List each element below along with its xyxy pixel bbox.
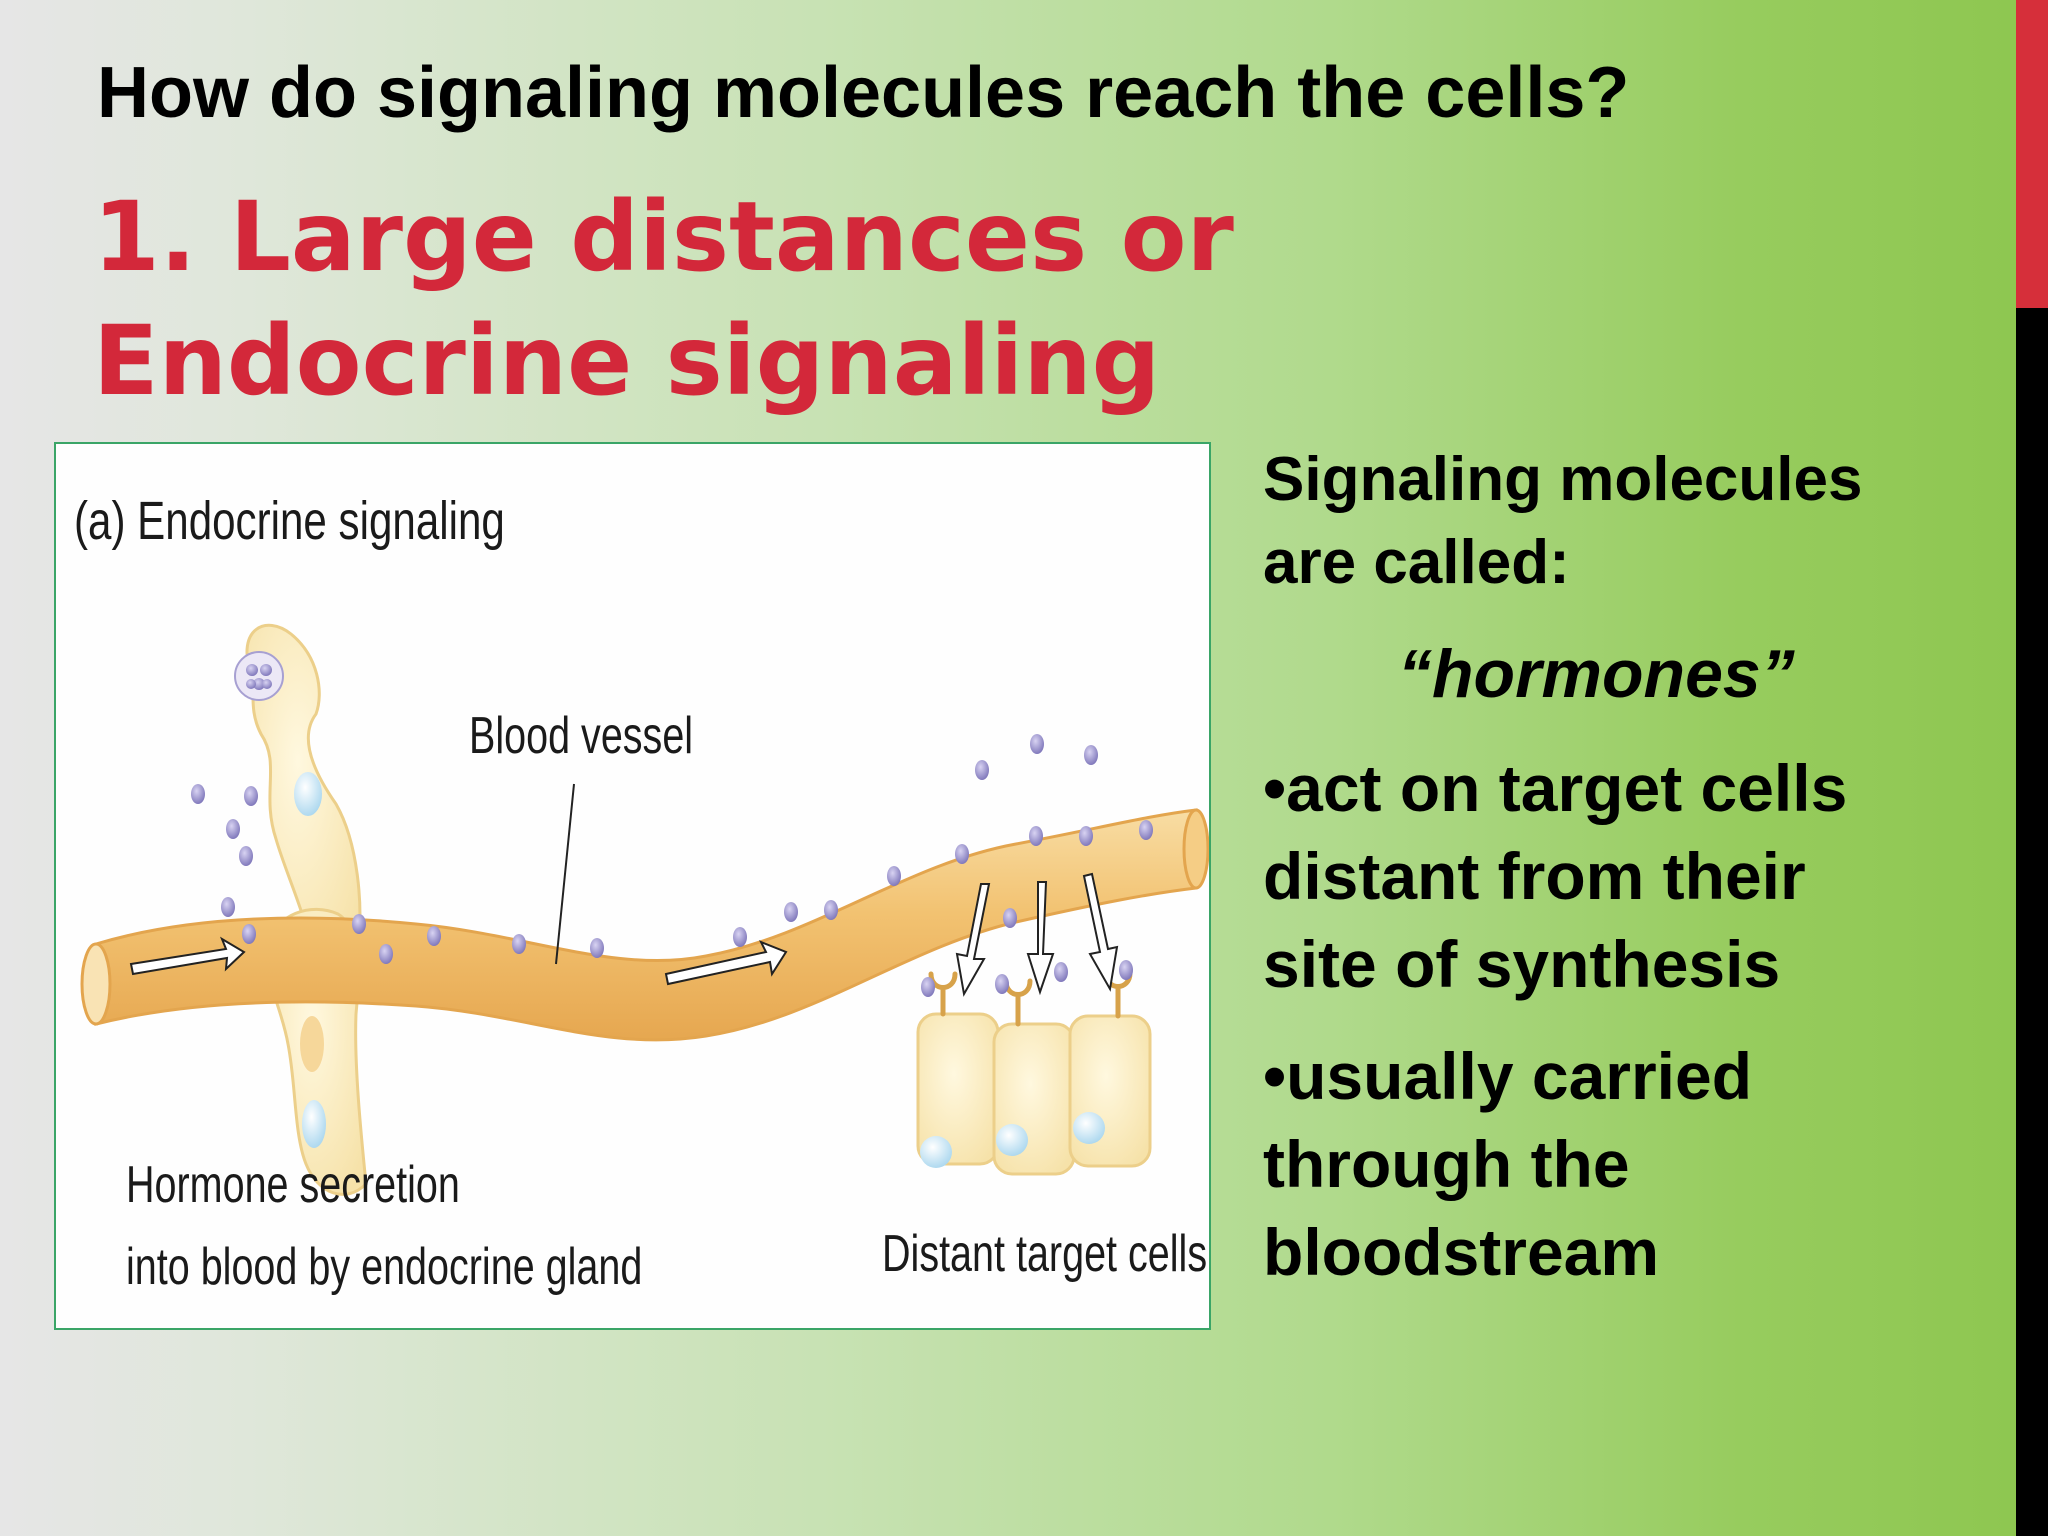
accent-bar-red: [2016, 0, 2048, 308]
slide-question: How do signaling molecules reach the cel…: [97, 53, 1630, 133]
bullet1-line3: site of synthesis: [1263, 927, 1781, 1001]
hormone-secretion-line1: Hormone secretion: [126, 1156, 460, 1214]
bullet2-line1: •usually carried: [1263, 1039, 1753, 1113]
hormone-secretion-label: Hormone secretion into blood by endocrin…: [126, 1144, 642, 1308]
delivery-arrows: [955, 872, 1119, 997]
endocrine-diagram: [80, 623, 1209, 1196]
side-text: Signaling molecules are called: “hormone…: [1263, 438, 2003, 1296]
endocrine-gland: [234, 623, 368, 1196]
bullet1-line2: distant from their: [1263, 839, 1806, 913]
vessel-leader-line: [555, 783, 575, 965]
blood-vessel-label: Blood vessel: [469, 707, 694, 765]
side-intro-line1: Signaling molecules: [1263, 445, 1863, 514]
bullet-carried-bloodstream: •usually carried through the bloodstream: [1263, 1032, 2003, 1296]
bullet-act-on-target: •act on target cells distant from their …: [1263, 744, 2003, 1008]
target-cells-label: Distant target cells: [882, 1225, 1208, 1283]
endocrine-figure: (a) Endocrine signaling Blood vessel Hor…: [54, 442, 1211, 1330]
flow-arrows: [129, 936, 788, 986]
hormones-term: “hormones”: [1398, 636, 1795, 712]
bullet2-line3: bloodstream: [1263, 1215, 1660, 1289]
figure-title: (a) Endocrine signaling: [74, 491, 505, 551]
hormone-molecules: [191, 734, 1153, 997]
side-intro-line2: are called:: [1263, 528, 1570, 597]
slide-heading: 1. Large distances or Endocrine signalin…: [93, 175, 1393, 423]
blood-vessel: [80, 808, 1209, 1042]
side-intro: Signaling molecules are called:: [1263, 438, 2003, 604]
bullet2-line2: through the: [1263, 1127, 1630, 1201]
bullet1-line1: •act on target cells: [1263, 751, 1848, 825]
slide-heading-line1: 1. Large distances or: [93, 181, 1234, 293]
target-cells: [916, 970, 1152, 1176]
accent-bar-black: [2016, 308, 2048, 1536]
hormone-secretion-line2: into blood by endocrine gland: [126, 1238, 643, 1296]
slide-heading-line2: Endocrine signaling: [93, 305, 1161, 417]
